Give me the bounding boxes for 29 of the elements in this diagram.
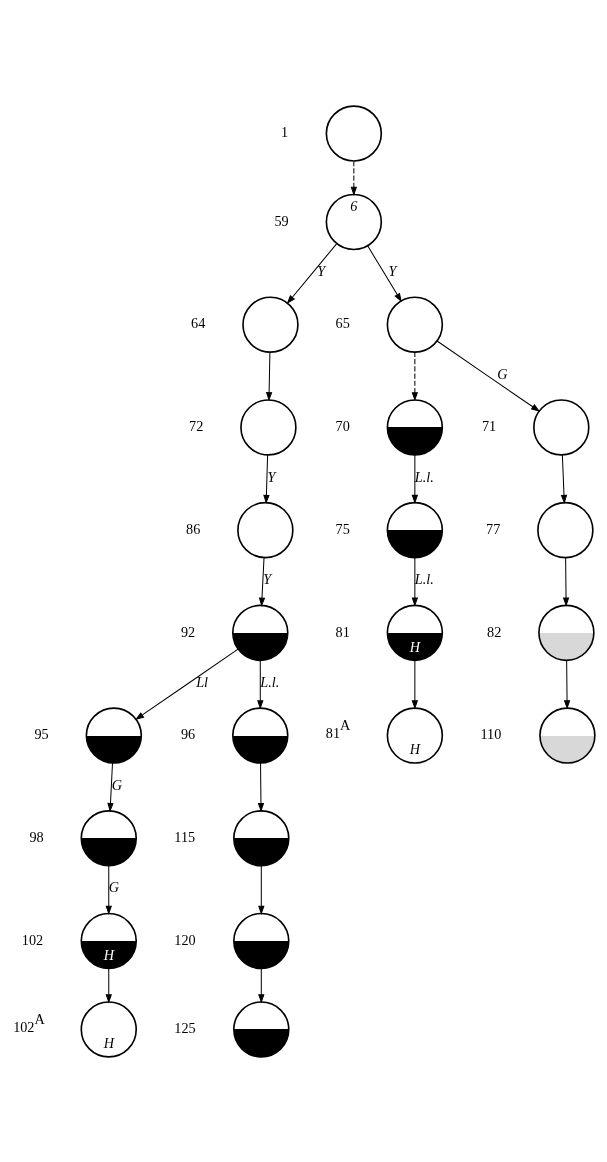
node-label: 70	[335, 417, 350, 434]
node-label: 64	[191, 314, 206, 331]
node-label: 95	[34, 725, 49, 742]
node-label: 125	[174, 1019, 196, 1036]
node-label: 98	[29, 828, 44, 845]
edge-label: Ll	[196, 673, 209, 690]
node-label: 75	[335, 520, 350, 537]
node-label: 102	[21, 931, 44, 948]
edge-label: G	[108, 878, 120, 895]
node-label: 71	[481, 417, 497, 434]
node-label: 110	[480, 725, 502, 742]
node-label: 86	[186, 520, 201, 537]
node-label: 77	[486, 520, 501, 537]
edge-label: Y	[388, 262, 397, 279]
node-label: 120	[174, 931, 196, 948]
edge-label: Y	[317, 262, 326, 279]
node-label: 96	[180, 725, 196, 742]
node-label: 1	[281, 123, 289, 140]
node-label: 72	[189, 417, 204, 434]
edge-label: Y	[263, 570, 272, 587]
edge-label: G	[111, 776, 123, 793]
node-label: 82	[487, 623, 502, 640]
edge-label: G	[497, 365, 508, 382]
node-label: 59	[274, 212, 289, 229]
node-label: 115	[174, 828, 196, 845]
node-label: 81	[335, 623, 350, 640]
node-label: 65	[335, 314, 350, 331]
edge-label: Y	[267, 468, 276, 485]
node-label: 92	[180, 623, 196, 640]
